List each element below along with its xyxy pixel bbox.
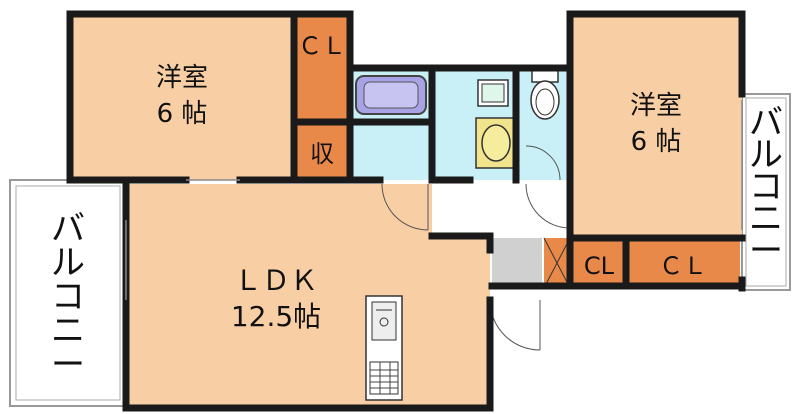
western-room-left — [70, 14, 294, 180]
balcony-right: バルコニー — [741, 93, 791, 291]
door-swings — [381, 145, 571, 351]
entrance-floor — [492, 238, 542, 288]
closet-top-label: ＣＬ — [298, 32, 346, 60]
western-room-right-size: 6 帖 — [631, 127, 682, 157]
ldk-size: 12.5帖 — [231, 300, 321, 333]
western-room-right — [572, 14, 742, 238]
kitchen-counter — [365, 295, 403, 401]
hallway — [432, 184, 572, 236]
storage-label: 収 — [310, 140, 334, 168]
ldk-room — [126, 184, 490, 406]
balcony-right-label: バルコニー — [749, 103, 783, 271]
closet-small-label: CL — [584, 252, 615, 280]
closet-top — [294, 14, 350, 122]
balcony-left-label: バルコニー — [51, 209, 85, 385]
dressing-area — [350, 122, 432, 180]
closet-wide — [626, 238, 740, 288]
western-room-left-name: 洋室 — [156, 63, 208, 93]
western-room-left-size: 6 帖 — [157, 99, 208, 129]
balcony-left: バルコニー — [9, 179, 127, 407]
toilet — [530, 69, 560, 120]
western-room-right-name: 洋室 — [630, 91, 682, 121]
window-marks — [125, 100, 743, 300]
closet-wide-label: ＣＬ — [659, 252, 707, 280]
ldk-name: ＬＤＫ — [234, 264, 318, 297]
washbasin — [475, 117, 517, 169]
storage — [294, 122, 350, 180]
closet-small — [572, 238, 626, 288]
